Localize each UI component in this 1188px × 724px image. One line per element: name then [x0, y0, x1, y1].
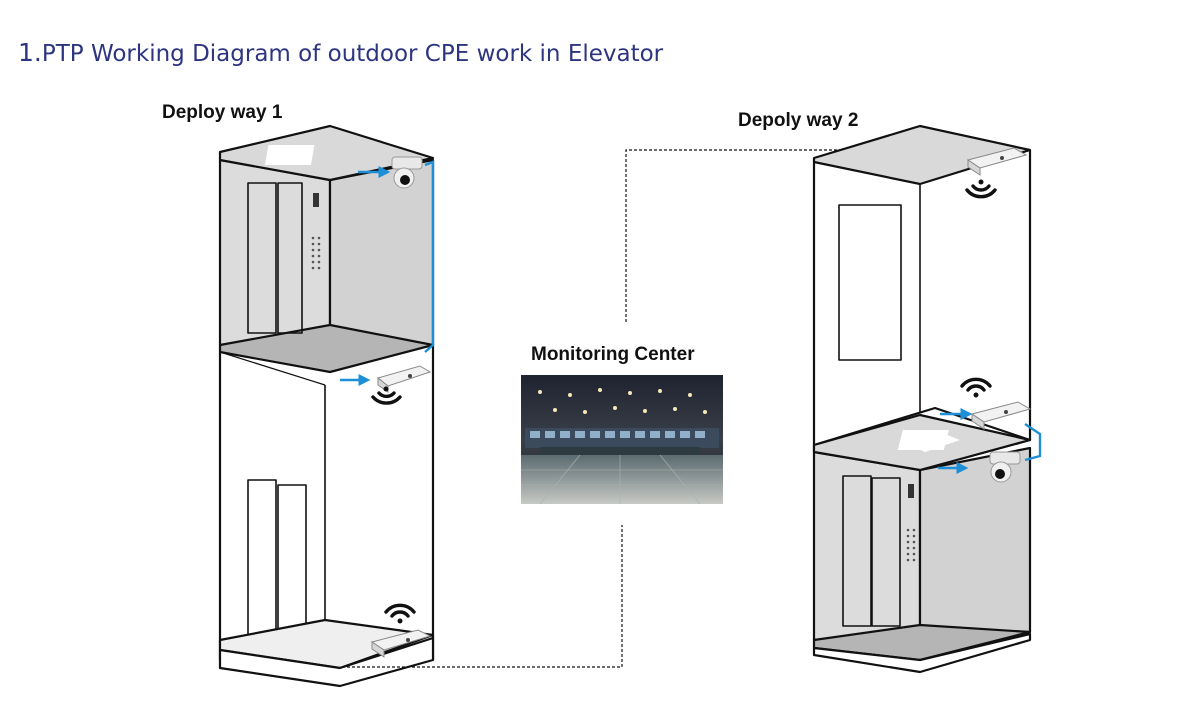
control-room-photo: [521, 375, 723, 505]
wifi-signal-icon: [371, 386, 402, 405]
elevator-1-lower-door-left: [247, 479, 277, 641]
elevator-1-cable: [340, 160, 435, 386]
elevator-1-ceiling-light: [264, 145, 315, 165]
elevator-2-door-left: [842, 475, 872, 627]
elevator-1-pit-floor: [218, 618, 435, 670]
wifi-signal-icon: [965, 179, 997, 199]
elevator-2: [812, 124, 1032, 674]
deploy-way-2-label: Depoly way 2: [738, 110, 859, 131]
elevator-2-light-panel: [900, 430, 960, 452]
elevator-2-door-right: [871, 477, 901, 627]
elevator-1-car-side-wall: [328, 158, 435, 347]
elevator-2-button-panel: [906, 528, 916, 562]
title-text: PTP Working Diagram of outdoor CPE work …: [41, 41, 664, 67]
elevator-1-door-right: [277, 182, 303, 334]
title-number: 1.: [18, 38, 42, 67]
elevator-2-car-back-wall: [812, 450, 922, 642]
wifi-signal-icon: [960, 377, 992, 398]
outdoor-cpe-icon: [370, 629, 432, 658]
elevator-1-door-left: [247, 182, 277, 334]
outdoor-cpe-icon: [966, 147, 1028, 176]
network-cable-dashed-1: [342, 525, 623, 668]
elevator-2-car-side-wall: [918, 446, 1032, 634]
elevator-2-display: [908, 484, 914, 498]
monitoring-center-label: Monitoring Center: [531, 344, 695, 365]
dome-camera-icon: [989, 451, 1021, 483]
elevator-2-cable: [938, 408, 1042, 474]
elevator-1-display: [313, 193, 319, 207]
outdoor-cpe-icon: [376, 365, 432, 393]
elevator-2-shaft-door: [838, 204, 902, 361]
elevator-1-car-back-wall: [218, 158, 332, 347]
elevator-1: [218, 124, 435, 688]
elevator-1-car-floor: [218, 323, 435, 374]
dome-camera-icon: [391, 156, 423, 189]
elevator-1-button-panel: [311, 236, 321, 270]
elevator-1-lower-door-right: [277, 484, 307, 641]
network-cable-dashed-2: [625, 149, 886, 322]
wifi-signal-icon: [384, 603, 416, 624]
outdoor-cpe-icon: [970, 401, 1032, 430]
diagram-title: 1.PTP Working Diagram of outdoor CPE wor…: [18, 38, 663, 67]
deploy-way-1-label: Deploy way 1: [162, 102, 283, 123]
